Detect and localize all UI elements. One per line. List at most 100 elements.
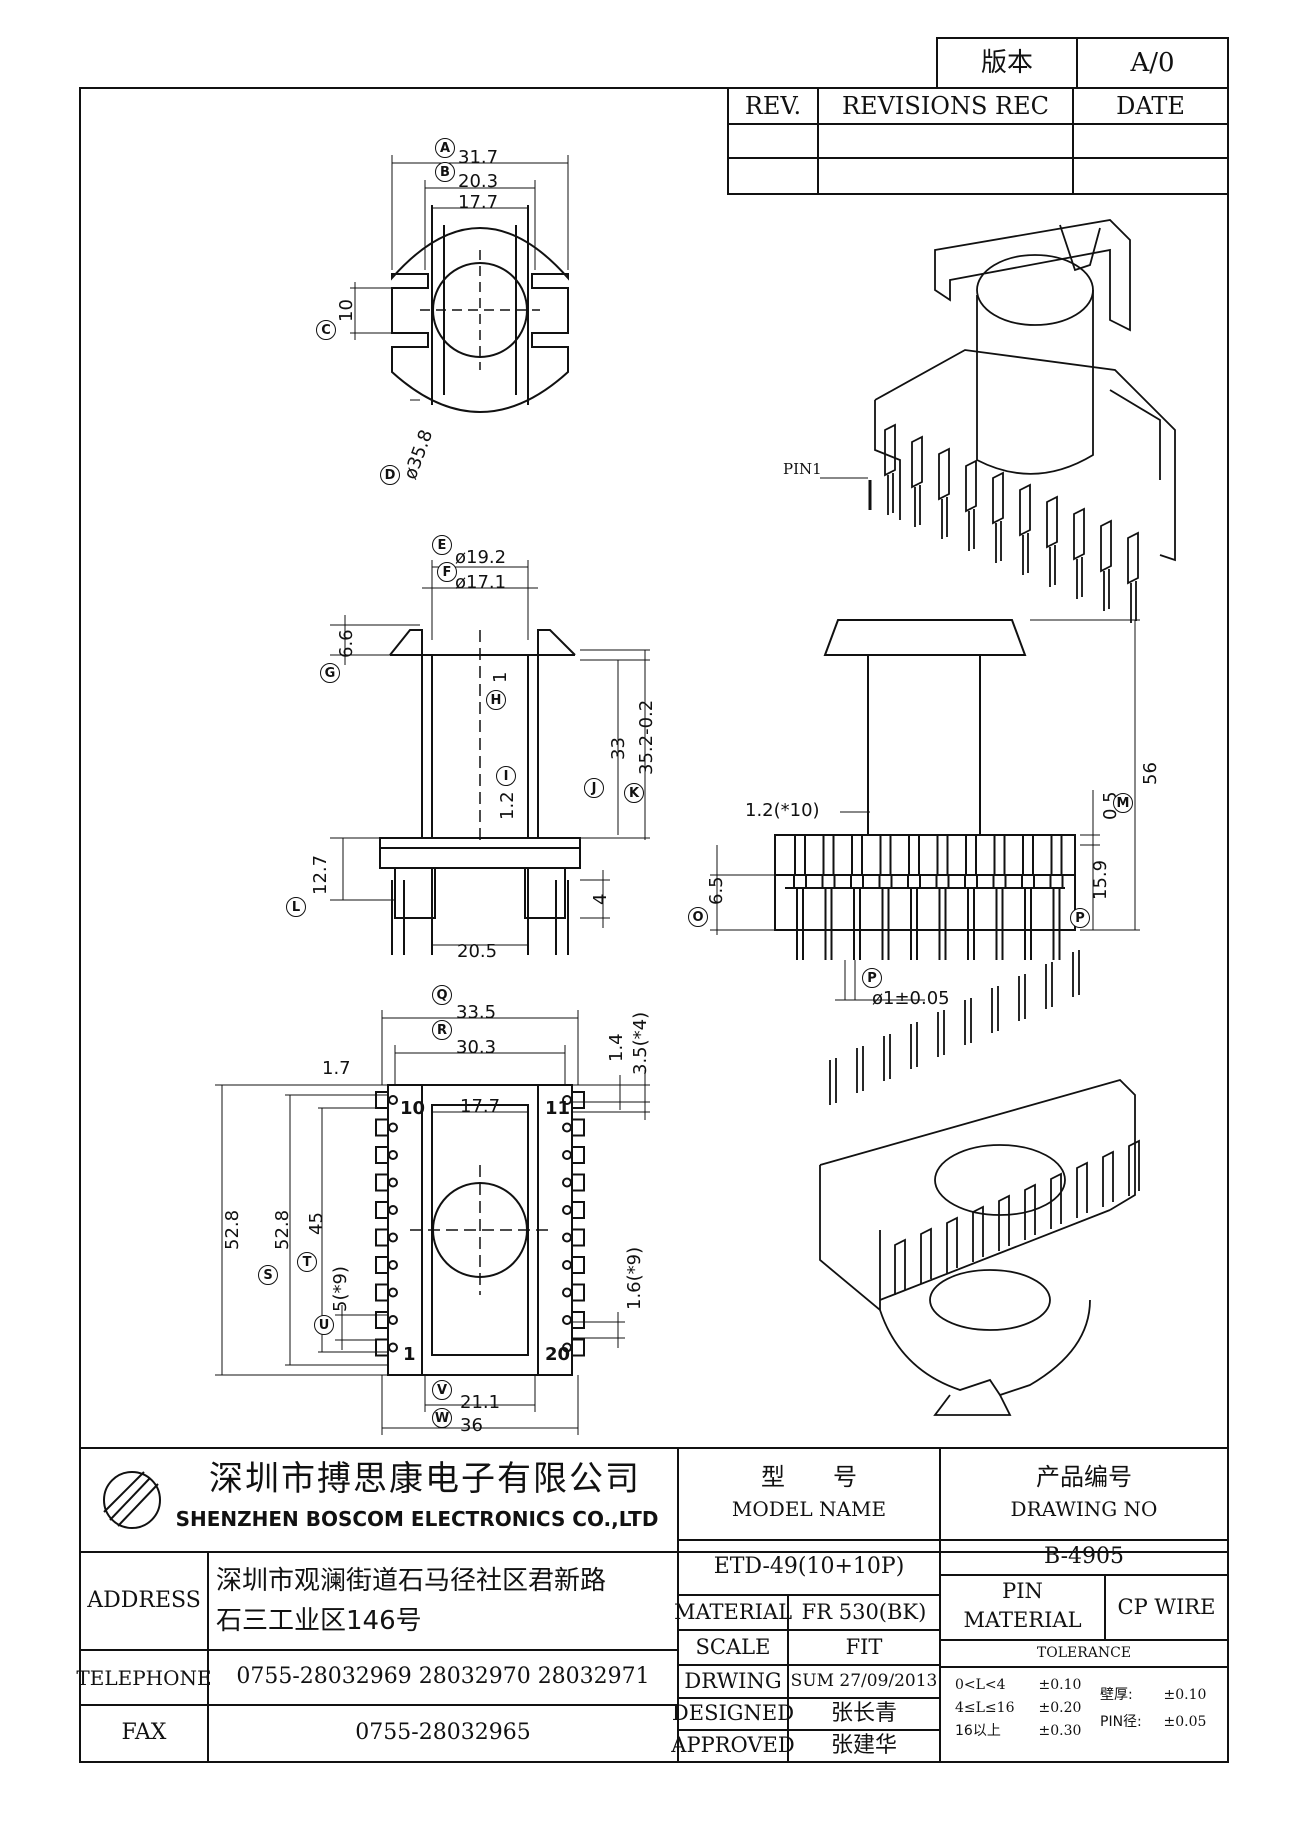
pin-dia-value: ±0.05: [1163, 1714, 1207, 1731]
revisions-label: REVISIONS REC: [841, 91, 1050, 120]
top-view: [350, 155, 569, 413]
sheet-border: [79, 87, 1229, 1763]
drawing-value: B-4905: [1044, 1544, 1124, 1570]
dim-letter-d: D: [380, 465, 400, 485]
dim-n-value: 15.9: [1090, 859, 1111, 900]
drwing-label: DRWING: [684, 1668, 782, 1693]
dim-a-value: 31.7: [458, 147, 499, 168]
dim-letter-o: O: [688, 907, 708, 927]
scale-value: FIT: [845, 1634, 883, 1659]
revision-table: [727, 87, 1229, 195]
dim-letter-n: P: [1070, 908, 1090, 928]
material-label: MATERIAL: [673, 1599, 793, 1624]
drawing-label-cn: 产品编号: [1036, 1462, 1132, 1491]
dim-s-value: 52.8: [222, 1209, 243, 1250]
model-label-cn: 型 号: [761, 1462, 857, 1491]
dim-i-value: 1.2: [497, 791, 518, 820]
dim-14-value: 1.4: [606, 1033, 627, 1062]
tol-range-2: 4≤L≤16: [955, 1700, 1015, 1717]
dim-u-value: 5(*9): [330, 1266, 351, 1312]
pin-label-1: 1: [403, 1344, 416, 1365]
dim-g-value: 6.6: [336, 629, 357, 658]
dim-4-value: 4: [590, 893, 611, 905]
address-line1: 深圳市观澜街道石马径社区君新路: [216, 1565, 607, 1596]
tol-range-1: 0<L<4: [955, 1677, 1006, 1694]
dim-m-value: 56: [1140, 762, 1161, 785]
dim-letter-v: V: [432, 1380, 452, 1400]
address-label: ADDRESS: [87, 1587, 201, 1613]
dim-pin-width-value: 1.2(*10): [745, 800, 820, 821]
dim-16x9-value: 1.6(*9): [624, 1246, 645, 1310]
dim-e-value: ø19.2: [455, 547, 507, 568]
dim-p-value: ø1±0.05: [872, 988, 950, 1009]
dim-letter-t: T: [297, 1252, 317, 1272]
dim-o-value: 6.5: [706, 876, 727, 905]
iso-view-bottom: [819, 950, 1140, 1416]
dim-r-value: 30.3: [456, 1037, 497, 1058]
drwing-value: SUM 27/09/2013: [790, 1671, 938, 1692]
dim-f-value: ø17.1: [455, 572, 507, 593]
dim-letter-w: W: [432, 1408, 452, 1428]
tol-value-1: ±0.10: [1038, 1677, 1082, 1694]
dim-v-value: 21.1: [460, 1392, 501, 1413]
model-label-en: MODEL NAME: [731, 1497, 887, 1521]
tol-value-2: ±0.20: [1038, 1700, 1082, 1717]
pin-material-value: CP WIRE: [1117, 1594, 1216, 1619]
dim-letter-i: I: [496, 766, 516, 786]
address-line2: 石三工业区146号: [216, 1605, 422, 1636]
pin-label-20: 20: [545, 1344, 571, 1365]
dim-letter-g: G: [320, 663, 340, 683]
dim-letter-j: J: [584, 778, 604, 798]
dim-j-value: 33: [608, 737, 629, 760]
fax-value: 0755-28032965: [355, 1720, 531, 1746]
tol-range-3: 16以上: [955, 1723, 1001, 1740]
dim-letter-u: U: [314, 1315, 334, 1335]
telephone-label: TELEPHONE: [76, 1665, 212, 1690]
dim-c-value: 10: [336, 299, 357, 322]
dim-q-value: 33.5: [456, 1002, 497, 1023]
designed-value: 张长青: [830, 1700, 897, 1726]
pin-material-label1: PIN: [1002, 1579, 1043, 1604]
dim-letter-m: M: [1113, 793, 1133, 813]
dim-letter-s: S: [258, 1265, 278, 1285]
designed-label: DESIGNED: [671, 1701, 795, 1726]
dim-k-value: 35.2-0.2: [636, 699, 657, 775]
pin-dia-label: PIN径:: [1100, 1714, 1142, 1731]
scale-label: SCALE: [695, 1634, 771, 1659]
company-name-cn: 深圳市搏思康电子有限公司: [209, 1459, 641, 1500]
dim-w-value: 36: [460, 1415, 483, 1436]
drawing-label-en: DRAWING NO: [1010, 1497, 1158, 1521]
tolerance-label: TOLERANCE: [1036, 1644, 1132, 1661]
dim-h-value: 1: [490, 671, 511, 683]
dim-letter-b: B: [435, 162, 455, 182]
version-value: A/0: [1130, 47, 1175, 78]
version-label: 版本: [980, 47, 1033, 78]
tol-value-3: ±0.30: [1038, 1723, 1082, 1740]
dim-letter-h: H: [486, 690, 506, 710]
dim-b-value: 20.3: [458, 171, 499, 192]
front-view: [710, 619, 1140, 1001]
dim-letter-q: Q: [432, 985, 452, 1005]
material-value: FR 530(BK): [801, 1599, 927, 1624]
dim-205-value: 20.5: [457, 941, 498, 962]
title-block: [80, 1447, 1228, 1762]
wall-thickness-value: ±0.10: [1163, 1687, 1207, 1704]
wall-thickness-label: 壁厚:: [1100, 1687, 1133, 1704]
date-label: DATE: [1116, 91, 1185, 120]
approved-value: 张建华: [830, 1732, 897, 1758]
dim-letter-f: F: [437, 562, 457, 582]
company-name-en: SHENZHEN BOSCOM ELECTRONICS CO.,LTD: [175, 1507, 659, 1531]
dim-letter-e: E: [432, 535, 452, 555]
dim-17-value: 1.7: [322, 1058, 351, 1079]
dim-35x4-value: 3.5(*4): [630, 1011, 651, 1075]
side-view: [330, 560, 650, 955]
dim-177-value: 17.7: [458, 192, 499, 213]
pin-label-11: 11: [545, 1098, 571, 1119]
dim-177b-value: 17.7: [460, 1096, 501, 1117]
pin-label-10: 10: [400, 1098, 426, 1119]
fax-label: FAX: [121, 1720, 167, 1746]
dim-t-value: 52.8: [272, 1209, 293, 1250]
dim-letter-a: A: [435, 138, 455, 158]
approved-label: APPROVED: [671, 1733, 795, 1758]
